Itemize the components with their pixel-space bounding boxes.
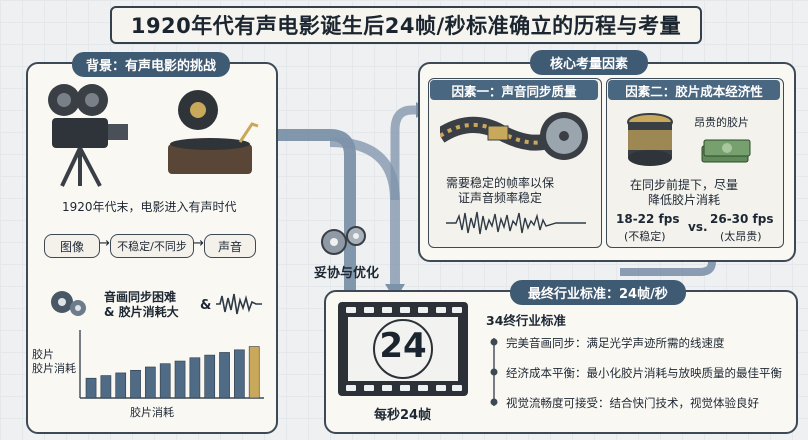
chart-bar	[100, 375, 112, 399]
factor2-text: 在同步前提下，尽量 降低胶片消耗	[630, 178, 739, 207]
chart-bar	[130, 369, 141, 399]
film-strip-reel-icon	[440, 112, 588, 160]
flow-unstable-label: 不稳定/不同步	[117, 240, 187, 253]
arrow-core-final	[620, 248, 716, 276]
high-fps-note: (太昂贵)	[720, 230, 762, 243]
chart-bar	[159, 363, 171, 399]
chart-bar	[219, 352, 230, 399]
chart-bar	[189, 357, 201, 399]
core-header: 核心考量因素	[530, 50, 649, 75]
chart-bar	[204, 354, 216, 399]
film-reels-icon	[51, 291, 86, 316]
high-fps-range: 26-30 fps	[710, 212, 774, 226]
flow-arrow-2: →	[193, 236, 204, 251]
film-sprocket-holes	[346, 307, 462, 391]
low-fps-range: 18-22 fps	[616, 212, 680, 226]
factor1-title: 因素一：声音同步质量	[430, 80, 598, 100]
background-header: 背景：有声电影的挑战	[72, 52, 231, 77]
film-consumption-chart	[79, 330, 264, 399]
chart-xlabel: 胶片消耗	[130, 406, 174, 419]
arrow-to-core	[390, 105, 420, 200]
chart-bar	[85, 377, 97, 399]
flow-arrow-1: →	[99, 236, 110, 251]
list-item-cost: 经济成本平衡：最小化胶片消耗与放映质量的最佳平衡	[506, 366, 782, 380]
film-camera-icon	[48, 84, 128, 187]
title-banner: 1920年代有声电影诞生后24帧/秒标准确立的历程与考量	[110, 6, 702, 44]
flow-sound-box: 声音	[204, 234, 256, 258]
low-fps-note: (不稳定)	[624, 230, 666, 243]
phonograph-icon	[168, 90, 259, 174]
flow-unstable-box: 不稳定/不同步	[110, 234, 194, 258]
factor2-title-text: 因素二：胶片成本经济性	[625, 83, 763, 99]
film-cost-label: 昂贵的胶片	[694, 116, 749, 129]
gears-icon	[321, 226, 366, 255]
final-caption: 每秒24帧	[374, 408, 432, 423]
flow-sound-label: 声音	[217, 239, 242, 254]
chart-ylabel: 胶片 胶片消耗	[32, 348, 76, 375]
era-caption: 1920年代末，电影进入有声时代	[62, 200, 237, 214]
money-stack-icon	[701, 139, 751, 163]
ampersand: &	[200, 298, 212, 313]
chart-bar	[248, 346, 260, 399]
list-item-visual: 视觉流畅度可接受：结合快门技术，视觉体验良好	[506, 396, 759, 410]
problem-text: 音画同步困难 & 胶片消耗大	[104, 290, 179, 319]
film-roll-icon	[627, 113, 673, 166]
vs-label: vs.	[688, 220, 708, 234]
final-header: 最终行业标准：24帧/秒	[510, 280, 686, 305]
chart-bar	[115, 372, 127, 399]
factor1-text: 需要稳定的帧率以保 证声音频率稳定	[446, 176, 555, 205]
factor1-title-text: 因素一：声音同步质量	[451, 83, 577, 99]
chart-bar	[145, 366, 156, 399]
big-24: 24	[379, 326, 427, 366]
factor2-title: 因素二：胶片成本经济性	[608, 80, 780, 100]
list-item-sync: 完美音画同步：满足光学声迹所需的线速度	[506, 336, 725, 350]
sound-wave-icon	[216, 293, 262, 315]
flow-image-label: 图像	[59, 239, 84, 254]
chart-bar	[174, 360, 186, 399]
flow-image-box: 图像	[44, 234, 100, 258]
page-title: 1920年代有声电影诞生后24帧/秒标准确立的历程与考量	[130, 14, 682, 38]
list-title: 34终行业标准	[486, 313, 566, 328]
list-connector	[490, 338, 498, 406]
chart-bar	[234, 349, 245, 399]
sound-wave-icon	[446, 211, 586, 235]
compromise-label: 妥协与优化	[314, 266, 380, 281]
